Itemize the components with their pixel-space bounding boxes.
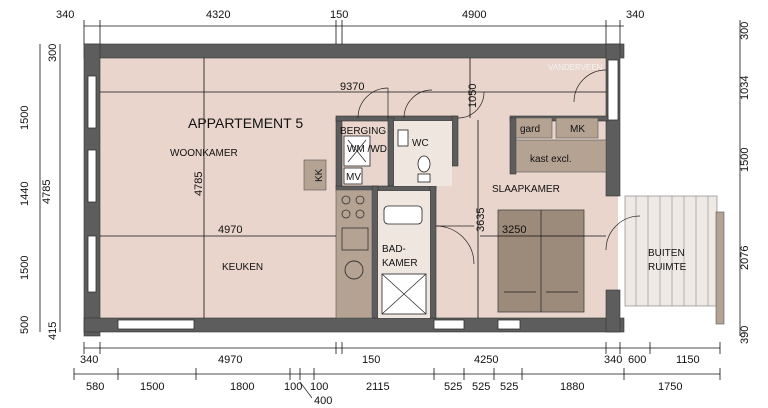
dim-top-1: 4320 (206, 9, 230, 21)
dim-bot2-10: 1750 (658, 381, 682, 393)
fridge-icon (344, 260, 364, 280)
dim-top-2: 150 (330, 9, 348, 21)
dim-bot1-3: 4250 (474, 354, 498, 366)
dim-right-3: 2076 (739, 246, 751, 270)
dim-left-3: 1500 (19, 256, 31, 280)
dim-3250: 3250 (502, 224, 526, 236)
watermark: VANDERVEEN (548, 63, 603, 72)
dim-bot1-6: 1150 (676, 354, 700, 366)
balcony-area (624, 195, 718, 307)
window-right (607, 59, 619, 121)
dim-bot2-1: 1500 (140, 381, 164, 393)
wall-wc-right (451, 115, 459, 167)
label-mv: MV (346, 172, 361, 183)
label-mk: MK (570, 124, 585, 135)
dim-bot2-8: 525 (500, 381, 518, 393)
dim-9370: 9370 (340, 81, 364, 93)
shower-drain-icon (381, 273, 427, 315)
dim-left-1: 1500 (19, 106, 31, 130)
window-left-1 (87, 75, 97, 129)
kitchen-counter (335, 189, 373, 319)
dim-3635: 3635 (475, 208, 487, 232)
dim-ticks-top (83, 20, 621, 44)
dim-bot2-3: 100 (284, 381, 302, 393)
mv-box (343, 167, 363, 185)
dim-bot1-5: 600 (628, 354, 646, 366)
dim-right-2: 1500 (739, 148, 751, 172)
label-buiten-2: RUIMTE (648, 262, 687, 273)
balcony-boards (635, 196, 709, 306)
door-swings (357, 69, 641, 265)
dim-bot1-1: 4970 (218, 354, 242, 366)
dim-bot2-5: 2115 (366, 381, 390, 393)
label-berging: BERGING (340, 126, 386, 137)
dim-bot1-4: 340 (604, 354, 622, 366)
dim-bot1-0: 340 (80, 354, 98, 366)
wall-top (83, 43, 625, 59)
label-woonkamer: WOONKAMER (170, 148, 238, 159)
dim-bot2-9: 1880 (560, 381, 584, 393)
window-bottom-1 (117, 319, 195, 330)
dim-left-2: 1440 (19, 182, 31, 206)
dim-right-4: 390 (739, 326, 751, 344)
window-bottom-3 (497, 319, 521, 330)
dim-right-0: 300 (739, 22, 751, 40)
label-keuken: KEUKEN (222, 262, 263, 273)
wall-bath-left (371, 185, 379, 319)
wardrobe-block (515, 139, 607, 173)
label-gard: gard (520, 124, 540, 135)
sink-icon (341, 227, 369, 251)
wall-right-lower (605, 289, 621, 333)
dim-4970-inner: 4970 (218, 224, 242, 236)
dim-bot2-6: 525 (444, 381, 462, 393)
apartment-title: APPARTEMENT 5 (188, 115, 303, 131)
label-kast-excl: kast excl. (530, 154, 572, 165)
window-left-3 (87, 235, 97, 293)
wall-storage-top (335, 115, 457, 122)
wc-basin (397, 129, 409, 147)
label-kk: KK (314, 168, 325, 182)
dim-bot1-2: 150 (362, 354, 380, 366)
wall-wardrobe (509, 117, 517, 175)
dim-1050: 1050 (467, 84, 479, 108)
hob-icon (341, 195, 365, 219)
toilet-icon (417, 155, 431, 173)
washer-cross-icon (347, 139, 367, 163)
garderobe-box (515, 117, 553, 139)
dim-left-outer: 4785 (41, 180, 53, 204)
dim-right-1: 1034 (739, 76, 751, 100)
kk-block (303, 159, 327, 191)
label-badkamer-2: KAMER (382, 258, 418, 269)
dim-ticks-bottom-2 (73, 368, 721, 380)
interior-dimension-lines (100, 58, 606, 318)
dim-top-3: 4900 (462, 9, 486, 21)
bath-sink-icon (383, 205, 423, 225)
dim-top-4: 340 (626, 9, 644, 21)
label-slaapkamer: SLAAPKAMER (492, 184, 560, 195)
wall-wc-left (387, 117, 395, 187)
dim-bot2-2: 1800 (230, 381, 254, 393)
toilet-tank (417, 173, 431, 183)
dim-bot2-0: 580 (86, 381, 104, 393)
mk-box (555, 117, 599, 139)
window-bottom-2 (433, 319, 465, 330)
dim-ticks-bottom-1 (83, 342, 721, 354)
label-badkamer-1: BAD- (382, 244, 406, 255)
dim-400-leader (299, 381, 313, 399)
dim-4785-inner: 4785 (193, 172, 205, 196)
dim-bot-400: 400 (314, 395, 332, 407)
label-wm-wd: WM /WD (347, 144, 387, 155)
dim-bot2-7: 525 (472, 381, 490, 393)
dim-bot2-4: 100 (310, 381, 328, 393)
balcony-post (715, 211, 725, 325)
dim-top-0: 340 (56, 9, 74, 21)
dim-left-5: 415 (47, 322, 59, 340)
label-wc: WC (412, 138, 429, 149)
wall-bath-right (429, 185, 437, 319)
dim-left-0: 300 (47, 44, 59, 62)
dim-left-4: 500 (19, 316, 31, 334)
window-left-2 (87, 149, 97, 203)
label-buiten-1: BUITEN (648, 248, 685, 259)
